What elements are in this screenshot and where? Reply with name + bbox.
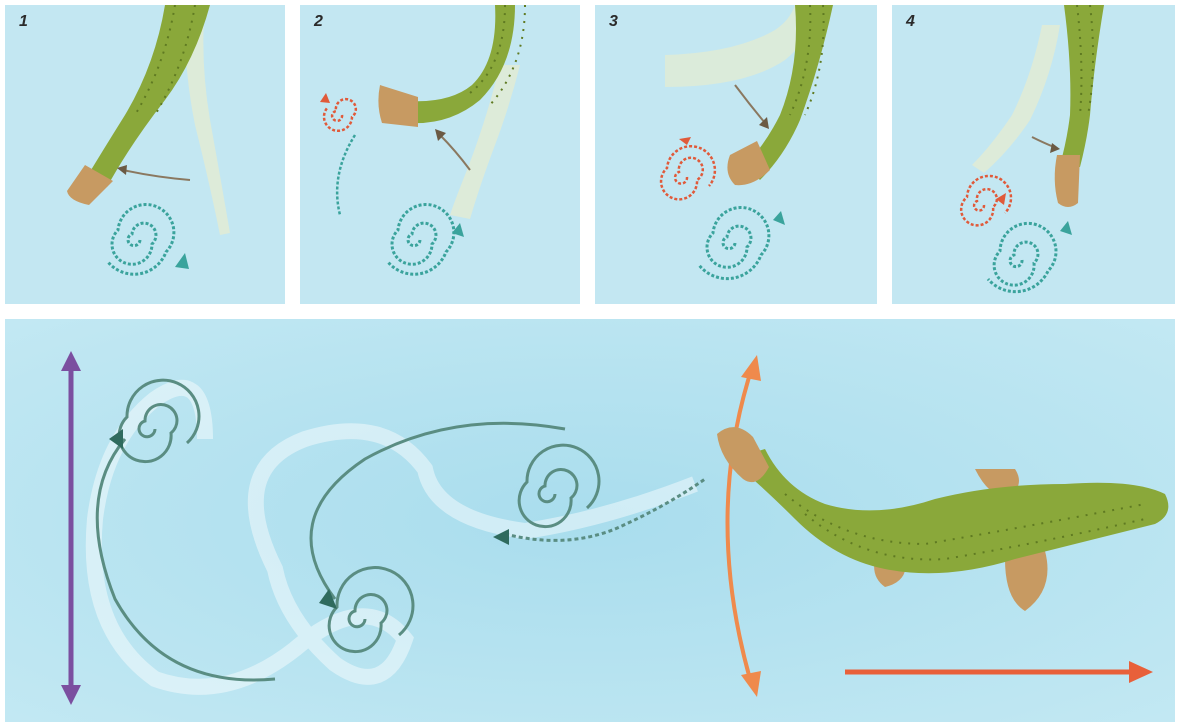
diagram-panel-4: 4	[892, 5, 1175, 304]
wake-illustration	[5, 319, 1175, 722]
panel-number: 2	[314, 13, 323, 31]
diagram-panel-2: 2	[300, 5, 580, 304]
panel-1-illustration	[5, 5, 285, 304]
diagram-panel-3: 3	[595, 5, 877, 304]
panel-3-illustration	[595, 5, 877, 304]
diagram-panel-wake	[5, 319, 1175, 722]
panel-number: 1	[19, 13, 28, 31]
panel-number: 4	[906, 13, 915, 31]
panel-number: 3	[609, 13, 618, 31]
panel-4-illustration	[892, 5, 1175, 304]
panel-2-illustration	[300, 5, 580, 304]
tail-fin	[1055, 155, 1080, 207]
diagram-panel-1: 1	[5, 5, 285, 304]
